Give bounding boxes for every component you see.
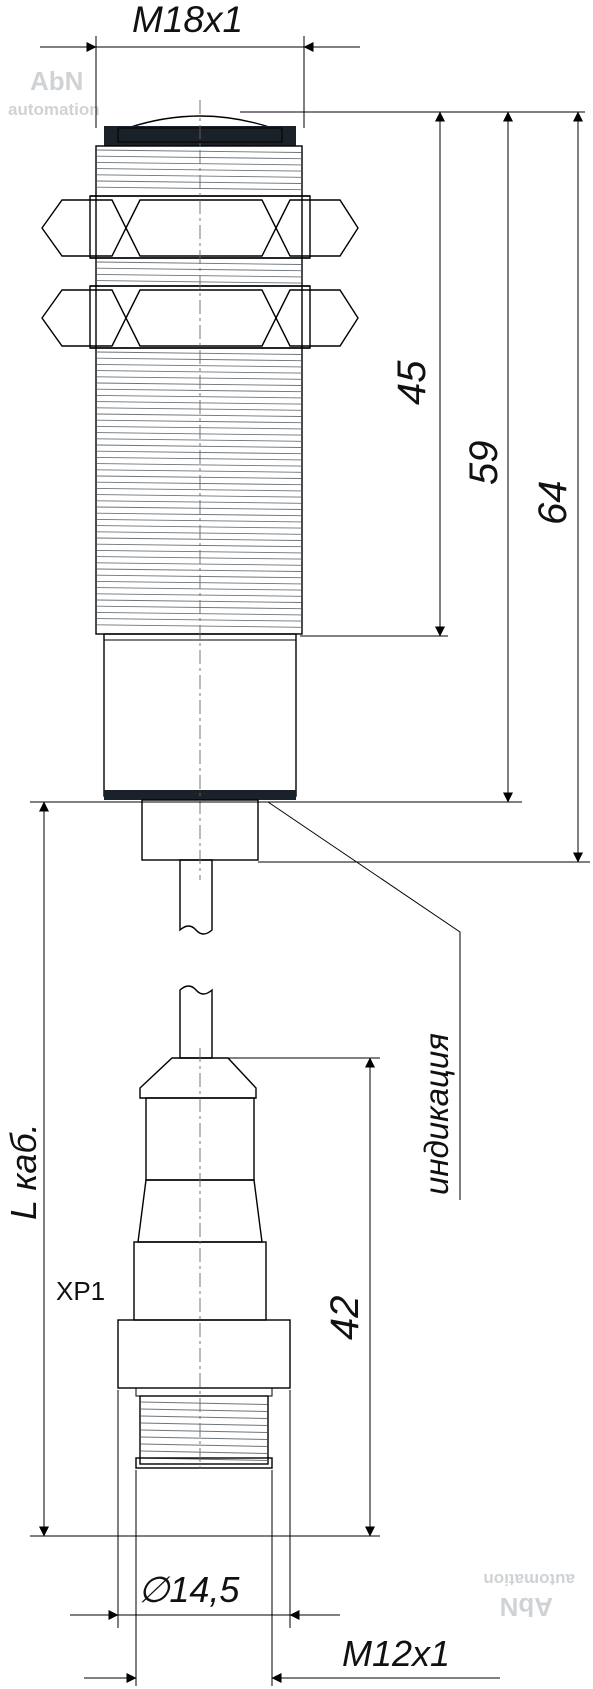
watermark-top: AbN automation <box>8 66 100 119</box>
label-thread-top: M18x1 <box>132 0 243 40</box>
thread-line <box>96 357 302 362</box>
threads-body <box>96 149 302 628</box>
thread-line <box>96 481 302 486</box>
thread-line <box>140 1429 268 1433</box>
threads-connector <box>140 1401 268 1461</box>
thread-line <box>96 413 302 417</box>
thread-line <box>96 537 302 541</box>
label-45: 45 <box>390 360 434 405</box>
thread-line <box>96 149 302 153</box>
thread-line <box>96 469 302 473</box>
thread-line <box>96 562 302 566</box>
thread-line <box>140 1436 268 1440</box>
thread-line <box>140 1443 268 1447</box>
thread-line <box>140 1422 268 1426</box>
thread-line <box>96 351 302 355</box>
thread-line <box>96 518 302 523</box>
thread-line <box>96 370 302 374</box>
watermark-sub-bottom: automation <box>483 1570 575 1589</box>
thread-line <box>96 394 302 399</box>
thread-line <box>96 267 302 272</box>
thread-line <box>96 450 302 455</box>
thread-line <box>96 605 302 610</box>
diameter-value: 14,5 <box>169 1569 240 1610</box>
thread-line <box>96 475 302 479</box>
thread-line <box>96 444 302 448</box>
thread-line <box>96 593 302 597</box>
thread-line <box>96 506 302 510</box>
thread-line <box>96 419 302 424</box>
thread-line <box>96 273 302 278</box>
thread-line <box>96 432 302 436</box>
connector-thread <box>139 1395 269 1465</box>
thread-line <box>96 568 302 572</box>
thread-line <box>96 261 302 265</box>
thread-line <box>96 363 302 368</box>
label-42: 42 <box>323 1296 367 1341</box>
thread-line <box>96 456 302 461</box>
thread-line <box>96 618 302 622</box>
thread-line <box>140 1408 268 1412</box>
watermark-brand-bottom: AbN <box>500 1592 553 1622</box>
thread-line <box>140 1450 268 1454</box>
thread-line <box>96 599 302 603</box>
thread-line <box>96 401 302 405</box>
thread-line <box>96 161 302 166</box>
thread-line <box>140 1401 268 1405</box>
thread-line <box>96 500 302 504</box>
watermark-bottom: AbN automation <box>483 1570 575 1622</box>
thread-line <box>96 388 302 393</box>
thread-line <box>96 587 302 591</box>
thread-line <box>96 168 302 172</box>
dimension-lines <box>30 36 590 1686</box>
thread-line <box>96 611 302 616</box>
thread-line <box>96 624 302 628</box>
connector-xp1 <box>117 1057 291 1469</box>
knurled-nut <box>117 1319 291 1389</box>
thread-line <box>140 1415 268 1419</box>
diameter-symbol: ∅ <box>138 1569 171 1610</box>
thread-line <box>96 463 302 467</box>
watermark-sub-top: automation <box>8 100 100 119</box>
thread-line <box>96 155 302 160</box>
label-xp1: XP1 <box>56 1276 105 1306</box>
thread-line <box>96 438 302 442</box>
label-diameter: ∅14,5 <box>138 1569 240 1610</box>
thread-line <box>96 280 302 284</box>
thread-line <box>96 186 302 191</box>
label-indication: индикация <box>418 1033 455 1195</box>
label-59: 59 <box>462 441 506 486</box>
thread-line <box>96 512 302 517</box>
label-thread-bottom: M12x1 <box>342 1633 450 1674</box>
thread-line <box>96 425 302 430</box>
watermark-brand-top: AbN <box>30 66 83 96</box>
thread-line <box>96 407 302 411</box>
thread-line <box>96 382 302 386</box>
thread-line <box>96 556 302 560</box>
thread-line <box>96 574 302 579</box>
label-cable-length: L каб. <box>3 1123 44 1220</box>
thread-line <box>96 580 302 585</box>
thread-line <box>96 549 302 554</box>
thread-line <box>96 180 302 184</box>
cable <box>179 859 213 1059</box>
thread-line <box>96 487 302 492</box>
thread-line <box>96 376 302 380</box>
thread-line <box>96 525 302 529</box>
thread-line <box>96 531 302 535</box>
label-64: 64 <box>531 481 575 526</box>
thread-line <box>96 494 302 498</box>
thread-line <box>96 543 302 548</box>
thread-line <box>96 174 302 178</box>
